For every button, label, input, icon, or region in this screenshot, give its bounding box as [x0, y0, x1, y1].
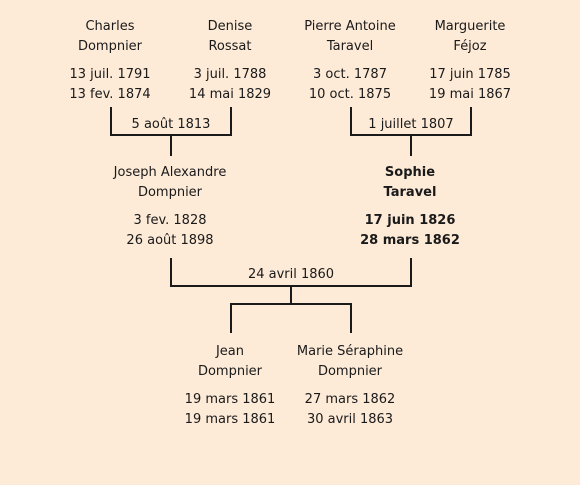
last-name: Dompnier [197, 364, 263, 379]
person-denise-rossat: Denise Rossat 3 juil. 1788 14 mai 1829 [155, 17, 305, 105]
death-date: 19 mai 1867 [428, 87, 512, 102]
connector-line [230, 107, 232, 135]
last-name: Taravel [326, 39, 374, 54]
connector-line [410, 135, 412, 156]
death-date: 26 août 1898 [126, 233, 214, 248]
last-name: Rossat [208, 39, 252, 54]
birth-date: 19 mars 1861 [184, 392, 276, 407]
connector-line [230, 304, 232, 333]
person-marie-seraphine-dompnier: Marie Séraphine Dompnier 27 mars 1862 30… [275, 342, 425, 430]
death-date: 10 oct. 1875 [308, 87, 392, 102]
person-marguerite-fejoz: Marguerite Féjoz 17 juin 1785 19 mai 186… [395, 17, 545, 105]
last-name: Taravel [383, 185, 437, 200]
connector-line [290, 286, 292, 305]
birth-date: 3 fev. 1828 [133, 213, 207, 228]
connector-line [170, 258, 172, 286]
connector-line [410, 258, 412, 286]
death-date: 19 mars 1861 [184, 412, 276, 427]
first-name: Jean [215, 344, 245, 359]
first-name: Joseph Alexandre [113, 165, 227, 180]
birth-date: 3 juil. 1788 [193, 67, 267, 82]
last-name: Dompnier [77, 39, 143, 54]
first-name: Marie Séraphine [296, 344, 404, 359]
person-charles-dompnier: Charles Dompnier 13 juil. 1791 13 fev. 1… [35, 17, 185, 105]
connector-line [170, 135, 172, 156]
last-name: Dompnier [317, 364, 383, 379]
person-sophie-taravel: Sophie Taravel 17 juin 1826 28 mars 1862 [335, 163, 485, 251]
marriage-date-pierre-marguerite: 1 juillet 1807 [366, 117, 456, 133]
marriage-date-joseph-sophie: 24 avril 1860 [245, 267, 337, 283]
connector-line [110, 107, 112, 135]
last-name: Dompnier [137, 185, 203, 200]
death-date: 30 avril 1863 [306, 412, 394, 427]
death-date: 28 mars 1862 [360, 233, 460, 248]
death-date: 13 fev. 1874 [69, 87, 151, 102]
birth-date: 17 juin 1826 [364, 213, 456, 228]
first-name: Marguerite [434, 19, 506, 34]
birth-date: 13 juil. 1791 [69, 67, 151, 82]
birth-date: 17 juin 1785 [429, 67, 511, 82]
marriage-date-charles-denise: 5 août 1813 [129, 117, 213, 133]
last-name: Féjoz [453, 39, 487, 54]
connector-line [230, 303, 352, 305]
person-jean-dompnier: Jean Dompnier 19 mars 1861 19 mars 1861 [155, 342, 305, 430]
death-date: 14 mai 1829 [188, 87, 272, 102]
first-name: Pierre Antoine [304, 19, 396, 34]
birth-date: 3 oct. 1787 [313, 67, 387, 82]
person-pierre-antoine-taravel: Pierre Antoine Taravel 3 oct. 1787 10 oc… [275, 17, 425, 105]
birth-date: 27 mars 1862 [304, 392, 396, 407]
first-name: Sophie [384, 165, 436, 180]
connector-line [350, 107, 352, 135]
first-name: Charles [85, 19, 135, 34]
connector-line [350, 304, 352, 333]
connector-line [470, 107, 472, 135]
first-name: Denise [207, 19, 253, 34]
person-joseph-alexandre-dompnier: Joseph Alexandre Dompnier 3 fev. 1828 26… [95, 163, 245, 251]
